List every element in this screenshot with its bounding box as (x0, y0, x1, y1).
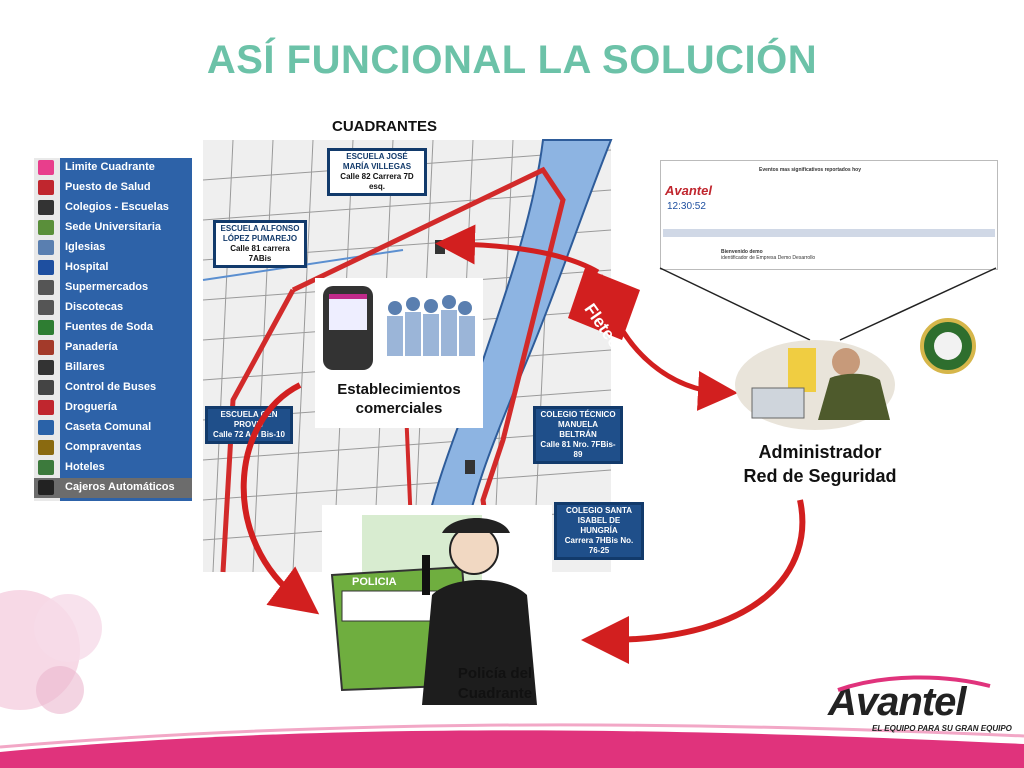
footer-swoosh (0, 730, 1024, 768)
screen-clock: 12:30:52 (667, 201, 706, 212)
police-illustration: POLICIA (330, 515, 537, 705)
decor-circle (36, 666, 84, 714)
map-caption: CUADRANTES (332, 118, 437, 135)
bus-icon (38, 380, 54, 395)
school-icon (38, 200, 54, 215)
slide-title: ASÍ FUNCIONAL LA SOLUCIÓN (206, 38, 818, 82)
legend-item: Billares (34, 358, 192, 378)
arrow-shops-to-police (240, 382, 320, 615)
drink-icon (38, 320, 54, 335)
shops-caption: Establecimientos comerciales (315, 380, 483, 418)
officer-uniform (422, 580, 537, 705)
bed-icon (38, 460, 54, 475)
footer-swoosh-line (0, 723, 1024, 749)
boundary-icon (38, 160, 54, 175)
legend-item-label: Control de Buses (65, 381, 157, 393)
screen-heading: Eventos mas significativos reportados ho… (759, 167, 861, 173)
legend-item: Limite Cuadrante (34, 158, 192, 178)
legend-item: Droguería (34, 398, 192, 418)
legend-item-label: Panadería (65, 341, 118, 353)
legend-item-label: Colegios - Escuelas (65, 201, 169, 213)
legend-item-label: Caseta Comunal (65, 421, 152, 433)
legend-item: Compraventas (34, 438, 192, 458)
logo-swoosh-icon (837, 675, 991, 692)
legend-item-label: Hospital (65, 261, 109, 273)
legend-item: Discotecas (34, 298, 192, 318)
flag-shape (788, 348, 816, 392)
hut-icon (38, 420, 54, 435)
zoom-lines (659, 267, 997, 341)
screen-company: identificador de Empresa Demo Desarrollo (721, 255, 816, 261)
radio-icon (422, 555, 430, 595)
system-screenshot: Eventos mas significativos reportados ho… (660, 160, 998, 270)
legend-item-label: Fuentes de Soda (65, 321, 154, 333)
legend-item: Caseta Comunal (34, 418, 192, 438)
logo-tagline: EL EQUIPO PARA SU GRAN EQUIPO (872, 724, 1012, 733)
school-marker-icon (465, 460, 475, 474)
legend-item: Colegios - Escuelas (34, 198, 192, 218)
pharmacy-icon (38, 400, 54, 415)
highway-shield-icon (38, 180, 54, 195)
screen-welcome: Bienvenido demo (721, 249, 763, 255)
admin-uniform (818, 373, 890, 420)
billiard-icon (38, 360, 54, 375)
legend-item-label: Hoteles (65, 461, 105, 473)
legend-item-label: Cajeros Automáticos (65, 481, 175, 493)
fleteo-label-banner (568, 268, 640, 340)
legend-item: Puesto de Salud (34, 178, 192, 198)
quadrant-boundary (220, 288, 296, 573)
officer-cap-icon (442, 518, 510, 533)
admin-head (832, 348, 860, 376)
arrow-admin-to-police (581, 499, 806, 664)
police-panel: POLICIA (322, 505, 552, 705)
screen-toolbar (663, 229, 995, 237)
legend-item-label: Supermercados (65, 281, 149, 293)
church-icon (38, 240, 54, 255)
avantel-logo: Avantel (828, 675, 991, 725)
phone-screen (329, 294, 367, 330)
legend-item: Hospital (34, 258, 192, 278)
disco-icon (38, 300, 54, 315)
legend-item: Control de Buses (34, 378, 192, 398)
legend-item: Hoteles (34, 458, 192, 478)
hospital-icon (38, 260, 54, 275)
university-icon (38, 220, 54, 235)
legend-item-label: Limite Cuadrante (65, 161, 155, 173)
shops-illustration (323, 286, 475, 370)
cart-icon (38, 280, 54, 295)
legend-item: Panadería (34, 338, 192, 358)
legend-item: Iglesias (34, 238, 192, 258)
legend-item: Fuentes de Soda (34, 318, 192, 338)
legend-item: Sede Universitaria (34, 218, 192, 238)
legend-item-label: Compraventas (65, 441, 142, 453)
legend-item-label: Discotecas (65, 301, 124, 313)
decor-circle (34, 594, 102, 662)
arrow-to-location (435, 224, 600, 275)
legend-item: Cajeros Automáticos (34, 478, 192, 498)
legend-item-label: Sede Universitaria (65, 221, 161, 233)
laptop-icon (751, 387, 805, 419)
legend-item: Supermercados (34, 278, 192, 298)
screen-brand: Avantel (665, 183, 712, 198)
bread-icon (38, 340, 54, 355)
legend-item-label: Billares (65, 361, 105, 373)
bus-text: POLICIA (352, 576, 397, 588)
legend-item-label: Iglesias (65, 241, 106, 253)
pawn-icon (38, 440, 54, 455)
legend-item-label: Puesto de Salud (65, 181, 151, 193)
legend-item-label: Droguería (65, 401, 117, 413)
house-icon (38, 480, 54, 495)
shops-panel: Establecimientos comerciales (315, 278, 483, 428)
